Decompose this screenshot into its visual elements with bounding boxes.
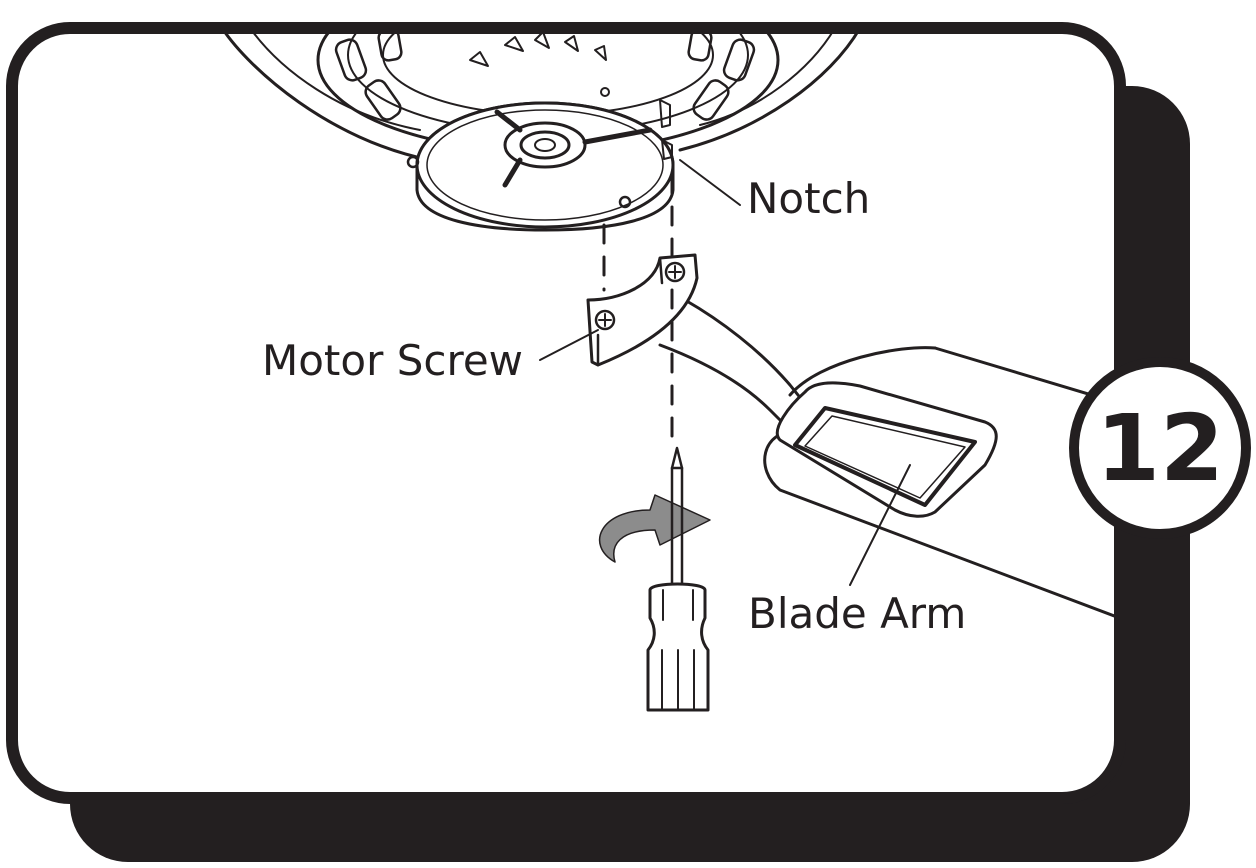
motor-screw-label: Motor Screw bbox=[262, 336, 523, 385]
motor-screw-leader bbox=[539, 329, 599, 361]
blade-arm-icon bbox=[586, 253, 998, 518]
notch-label: Notch bbox=[747, 174, 870, 223]
motor-housing-icon bbox=[220, 28, 862, 232]
blade-arm-label: Blade Arm bbox=[748, 589, 966, 638]
step-badge: 12 bbox=[1069, 357, 1251, 539]
notch-leader bbox=[679, 159, 741, 206]
screwdriver-icon bbox=[646, 446, 710, 712]
blade-arm-leader bbox=[849, 464, 911, 586]
step-number: 12 bbox=[1096, 395, 1224, 502]
alignment-guides bbox=[602, 173, 674, 452]
